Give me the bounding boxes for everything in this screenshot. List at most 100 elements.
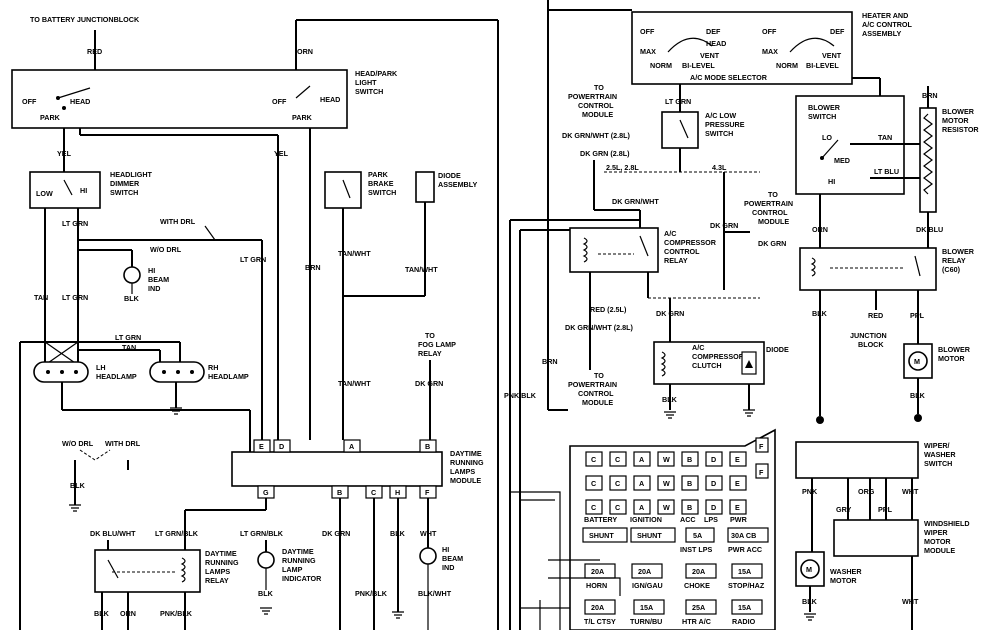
blk-2: BLK xyxy=(70,481,86,490)
dk-grn-wht-28b: DK GRN/WHT (2.8L) xyxy=(565,323,633,332)
acr-3: CONTROL xyxy=(664,247,700,256)
blk-6: BLK xyxy=(662,395,678,404)
blk-8: BLK xyxy=(910,391,926,400)
shunt-2: SHUNT xyxy=(637,531,662,540)
fuse-cavity-label: C xyxy=(615,455,620,464)
fuse-cavity xyxy=(633,451,651,467)
pb-3: SWITCH xyxy=(368,188,396,197)
blower-relay-box xyxy=(799,247,937,291)
drl-ind-3: LAMP xyxy=(282,565,303,574)
ppl-label: PPL xyxy=(910,311,925,320)
fuse-horn: 20A xyxy=(591,567,604,576)
fuse-cavity xyxy=(705,451,723,467)
fuse-cavity xyxy=(609,499,627,515)
dimmer-switch-box xyxy=(29,171,101,209)
lo-label: LO xyxy=(822,133,832,142)
low-label: LOW xyxy=(36,189,53,198)
diode-asm-1: DIODE xyxy=(438,171,461,180)
dk-grn-label: DK GRN xyxy=(415,379,443,388)
ws-2: WASHER xyxy=(924,450,956,459)
head-label: HEAD xyxy=(70,97,90,106)
bm-1: BLOWER xyxy=(938,345,971,354)
fuse-cavity xyxy=(585,475,603,491)
resistor-icon xyxy=(923,113,933,195)
vent-2: VENT xyxy=(822,51,842,60)
fb-turn-bu: TURN/BU xyxy=(630,617,662,626)
pin-c: C xyxy=(371,488,376,497)
blk-4: BLK xyxy=(258,589,274,598)
max-2: MAX xyxy=(762,47,778,56)
wht-3: WHT xyxy=(902,487,919,496)
fuse-cavity xyxy=(705,499,723,515)
pcm-b-3: CONTROL xyxy=(752,208,788,217)
pcm-b-2: POWERTRAIN xyxy=(744,199,793,208)
washer-motor-icon xyxy=(800,559,820,579)
ws-1: WIPER/ xyxy=(924,441,950,450)
hvac-2: A/C CONTROL xyxy=(862,20,913,29)
wm-3: MOTOR xyxy=(924,537,951,546)
wm-4: MODULE xyxy=(924,546,955,555)
fuse-cavity xyxy=(657,475,675,491)
rh-1: RH xyxy=(208,363,218,372)
fb-acc: ACC xyxy=(680,515,696,524)
diode-icon xyxy=(745,360,753,368)
relay-coil-icon xyxy=(810,257,816,277)
diode-label: DIODE xyxy=(766,345,789,354)
br-2: MOTOR xyxy=(942,116,969,125)
dk-grn-2: DK GRN xyxy=(322,529,350,538)
lt-grn-blk-2: LT GRN/BLK xyxy=(240,529,284,538)
pcm-a-1: TO xyxy=(594,83,604,92)
fuse-cavity xyxy=(681,451,699,467)
fb-pwr-acc: PWR ACC xyxy=(728,545,762,554)
brn-4: BRN xyxy=(922,91,938,100)
fuse-cavity-label: E xyxy=(735,503,740,512)
pin-g: G xyxy=(263,488,269,497)
f-2: F xyxy=(759,468,764,477)
blk-5: BLK xyxy=(390,529,406,538)
wsm-1: WASHER xyxy=(830,567,862,576)
brl-3: (C60) xyxy=(942,265,961,274)
fuse-radio: 15A xyxy=(738,603,751,612)
acr-1: A/C xyxy=(664,229,676,238)
drl-relay-2: RUNNING xyxy=(205,558,239,567)
fuse-5a: 5A xyxy=(693,531,702,540)
hi-beam-ind-lamp-icon xyxy=(123,266,141,284)
blk-label: BLK xyxy=(124,294,140,303)
f-1: F xyxy=(759,442,764,451)
lh-1: LH xyxy=(96,363,106,372)
drl-mod-1: DAYTIME xyxy=(450,449,482,458)
fuse-cavity xyxy=(657,451,675,467)
fuse-cavity xyxy=(729,451,747,467)
jb-2: BLOCK xyxy=(858,340,884,349)
brn-2: BRN xyxy=(542,357,558,366)
brn-label: BRN xyxy=(305,263,321,272)
dk-blu: DK BLU xyxy=(916,225,943,234)
hi-beam-2: BEAM xyxy=(148,275,169,284)
with-drl-2: WITH DRL xyxy=(105,439,141,448)
dk-grn-wht-28: DK GRN/WHT (2.8L) xyxy=(562,131,630,140)
fuse-htr: 25A xyxy=(692,603,705,612)
fb-inst-lps: INST LPS xyxy=(680,545,713,554)
head-label-2: HEAD xyxy=(320,95,340,104)
acr-2: COMPRESSOR xyxy=(664,238,717,247)
tan-3: TAN xyxy=(878,133,892,142)
relay-coil-icon xyxy=(180,557,186,583)
dk-blu-wht-label: DK BLU/WHT xyxy=(90,529,136,538)
wiper-switch-box xyxy=(795,441,919,479)
wire-lt-grn-label: LT GRN xyxy=(62,219,88,228)
mode-arc-1 xyxy=(667,37,713,53)
drl-option-dash xyxy=(79,449,111,461)
fuse-cavity xyxy=(609,451,627,467)
shunt-1: SHUNT xyxy=(589,531,614,540)
pnk-blk-2: PNK/BLK xyxy=(160,609,193,618)
fuse-cavity xyxy=(729,499,747,515)
off-4: OFF xyxy=(762,27,777,36)
park-brake-section: PARK BRAKE SWITCH TAN/WHT TAN/WHT DIODE … xyxy=(305,170,477,440)
park-label-2: PARK xyxy=(292,113,313,122)
org-label: ORG xyxy=(858,487,875,496)
wo-drl-2: W/O DRL xyxy=(62,439,94,448)
fuse-cavity xyxy=(585,451,603,467)
ac-low-pressure-switch-box xyxy=(661,111,699,149)
